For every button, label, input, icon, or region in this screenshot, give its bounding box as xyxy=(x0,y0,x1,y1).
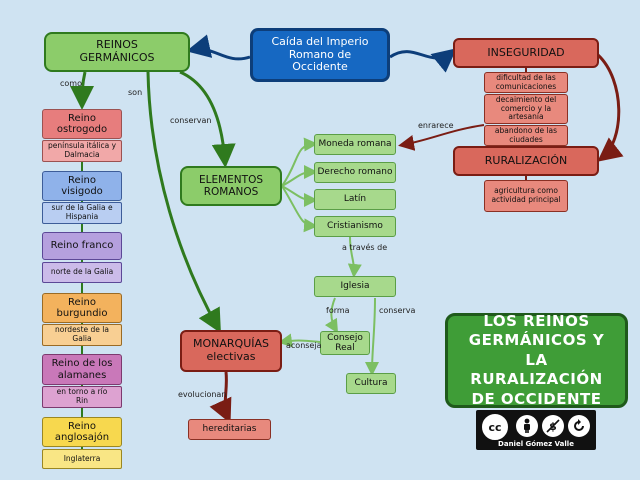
moneda-romana-item: Moneda romana xyxy=(314,134,396,155)
reino-burgundio-place: nordeste de la Galia xyxy=(42,324,122,346)
hereditarias-node: hereditarias xyxy=(188,419,271,440)
sa-icon xyxy=(568,415,590,437)
reino-franco-place: norte de la Galia xyxy=(42,262,122,283)
reino-visigodo-node: Reino visigodo xyxy=(42,171,122,201)
derecho-romano-item: Derecho romano xyxy=(314,162,396,183)
inseguridad-item-comunicaciones: dificultad de las comunicaciones xyxy=(484,72,568,93)
cultura-node: Cultura xyxy=(346,373,396,394)
license-badge: cc $ Daniel Gómez Valle xyxy=(476,410,596,450)
latin-item: Latín xyxy=(314,189,396,210)
inseguridad-node: INSEGURIDAD xyxy=(453,38,599,68)
elementos-romanos-node: ELEMENTOS ROMANOS xyxy=(180,166,282,206)
cc-icon: cc xyxy=(480,412,510,442)
reino-franco-node: Reino franco xyxy=(42,232,122,260)
label-son: son xyxy=(128,88,143,97)
ruralizacion-node: RURALIZACIÓN xyxy=(453,146,599,176)
label-enrarece: enrarece xyxy=(418,121,454,130)
ruralizacion-item: agricultura como actividad principal xyxy=(484,180,568,212)
consejo-real-node: Consejo Real xyxy=(320,331,370,355)
label-evolucionan: evolucionan xyxy=(178,390,227,399)
label-forma: forma xyxy=(326,306,350,315)
label-conserva: conserva xyxy=(379,306,416,315)
by-icon xyxy=(516,415,538,437)
label-aconseja: aconseja xyxy=(286,341,322,350)
iglesia-node: Iglesia xyxy=(314,276,396,297)
reino-alamanes-place: en torno a río Rin xyxy=(42,386,122,408)
reino-anglosajon-node: Reino anglosajón xyxy=(42,417,122,447)
inseguridad-item-ciudades: abandono de las ciudades xyxy=(484,125,568,146)
nc-icon: $ xyxy=(542,415,564,437)
monarquias-node: MONARQUÍAS electivas xyxy=(180,330,282,372)
reinos-germanicos-node: REINOS GERMÁNICOS xyxy=(44,32,190,72)
reino-alamanes-node: Reino de los alamanes xyxy=(42,354,122,385)
label-como: como xyxy=(60,79,82,88)
main-title: LOS REINOS GERMÁNICOS Y LA RURALIZACIÓN … xyxy=(445,312,628,408)
reino-ostrogodo-node: Reino ostrogodo xyxy=(42,109,122,139)
license-author: Daniel Gómez Valle xyxy=(498,440,574,448)
label-a-traves-de: a través de xyxy=(342,243,388,252)
cristianismo-item: Cristianismo xyxy=(314,216,396,237)
reino-visigodo-place: sur de la Galia e Hispania xyxy=(42,202,122,224)
label-conservan: conservan xyxy=(170,116,212,125)
inseguridad-item-comercio: decaimiento del comercio y la artesanía xyxy=(484,94,568,124)
root-node: Caída del Imperio Romano de Occidente xyxy=(250,28,390,82)
reino-ostrogodo-place: península itálica y Dalmacia xyxy=(42,140,122,162)
reino-anglosajon-place: Inglaterra xyxy=(42,449,122,469)
reino-burgundio-node: Reino burgundio xyxy=(42,293,122,323)
